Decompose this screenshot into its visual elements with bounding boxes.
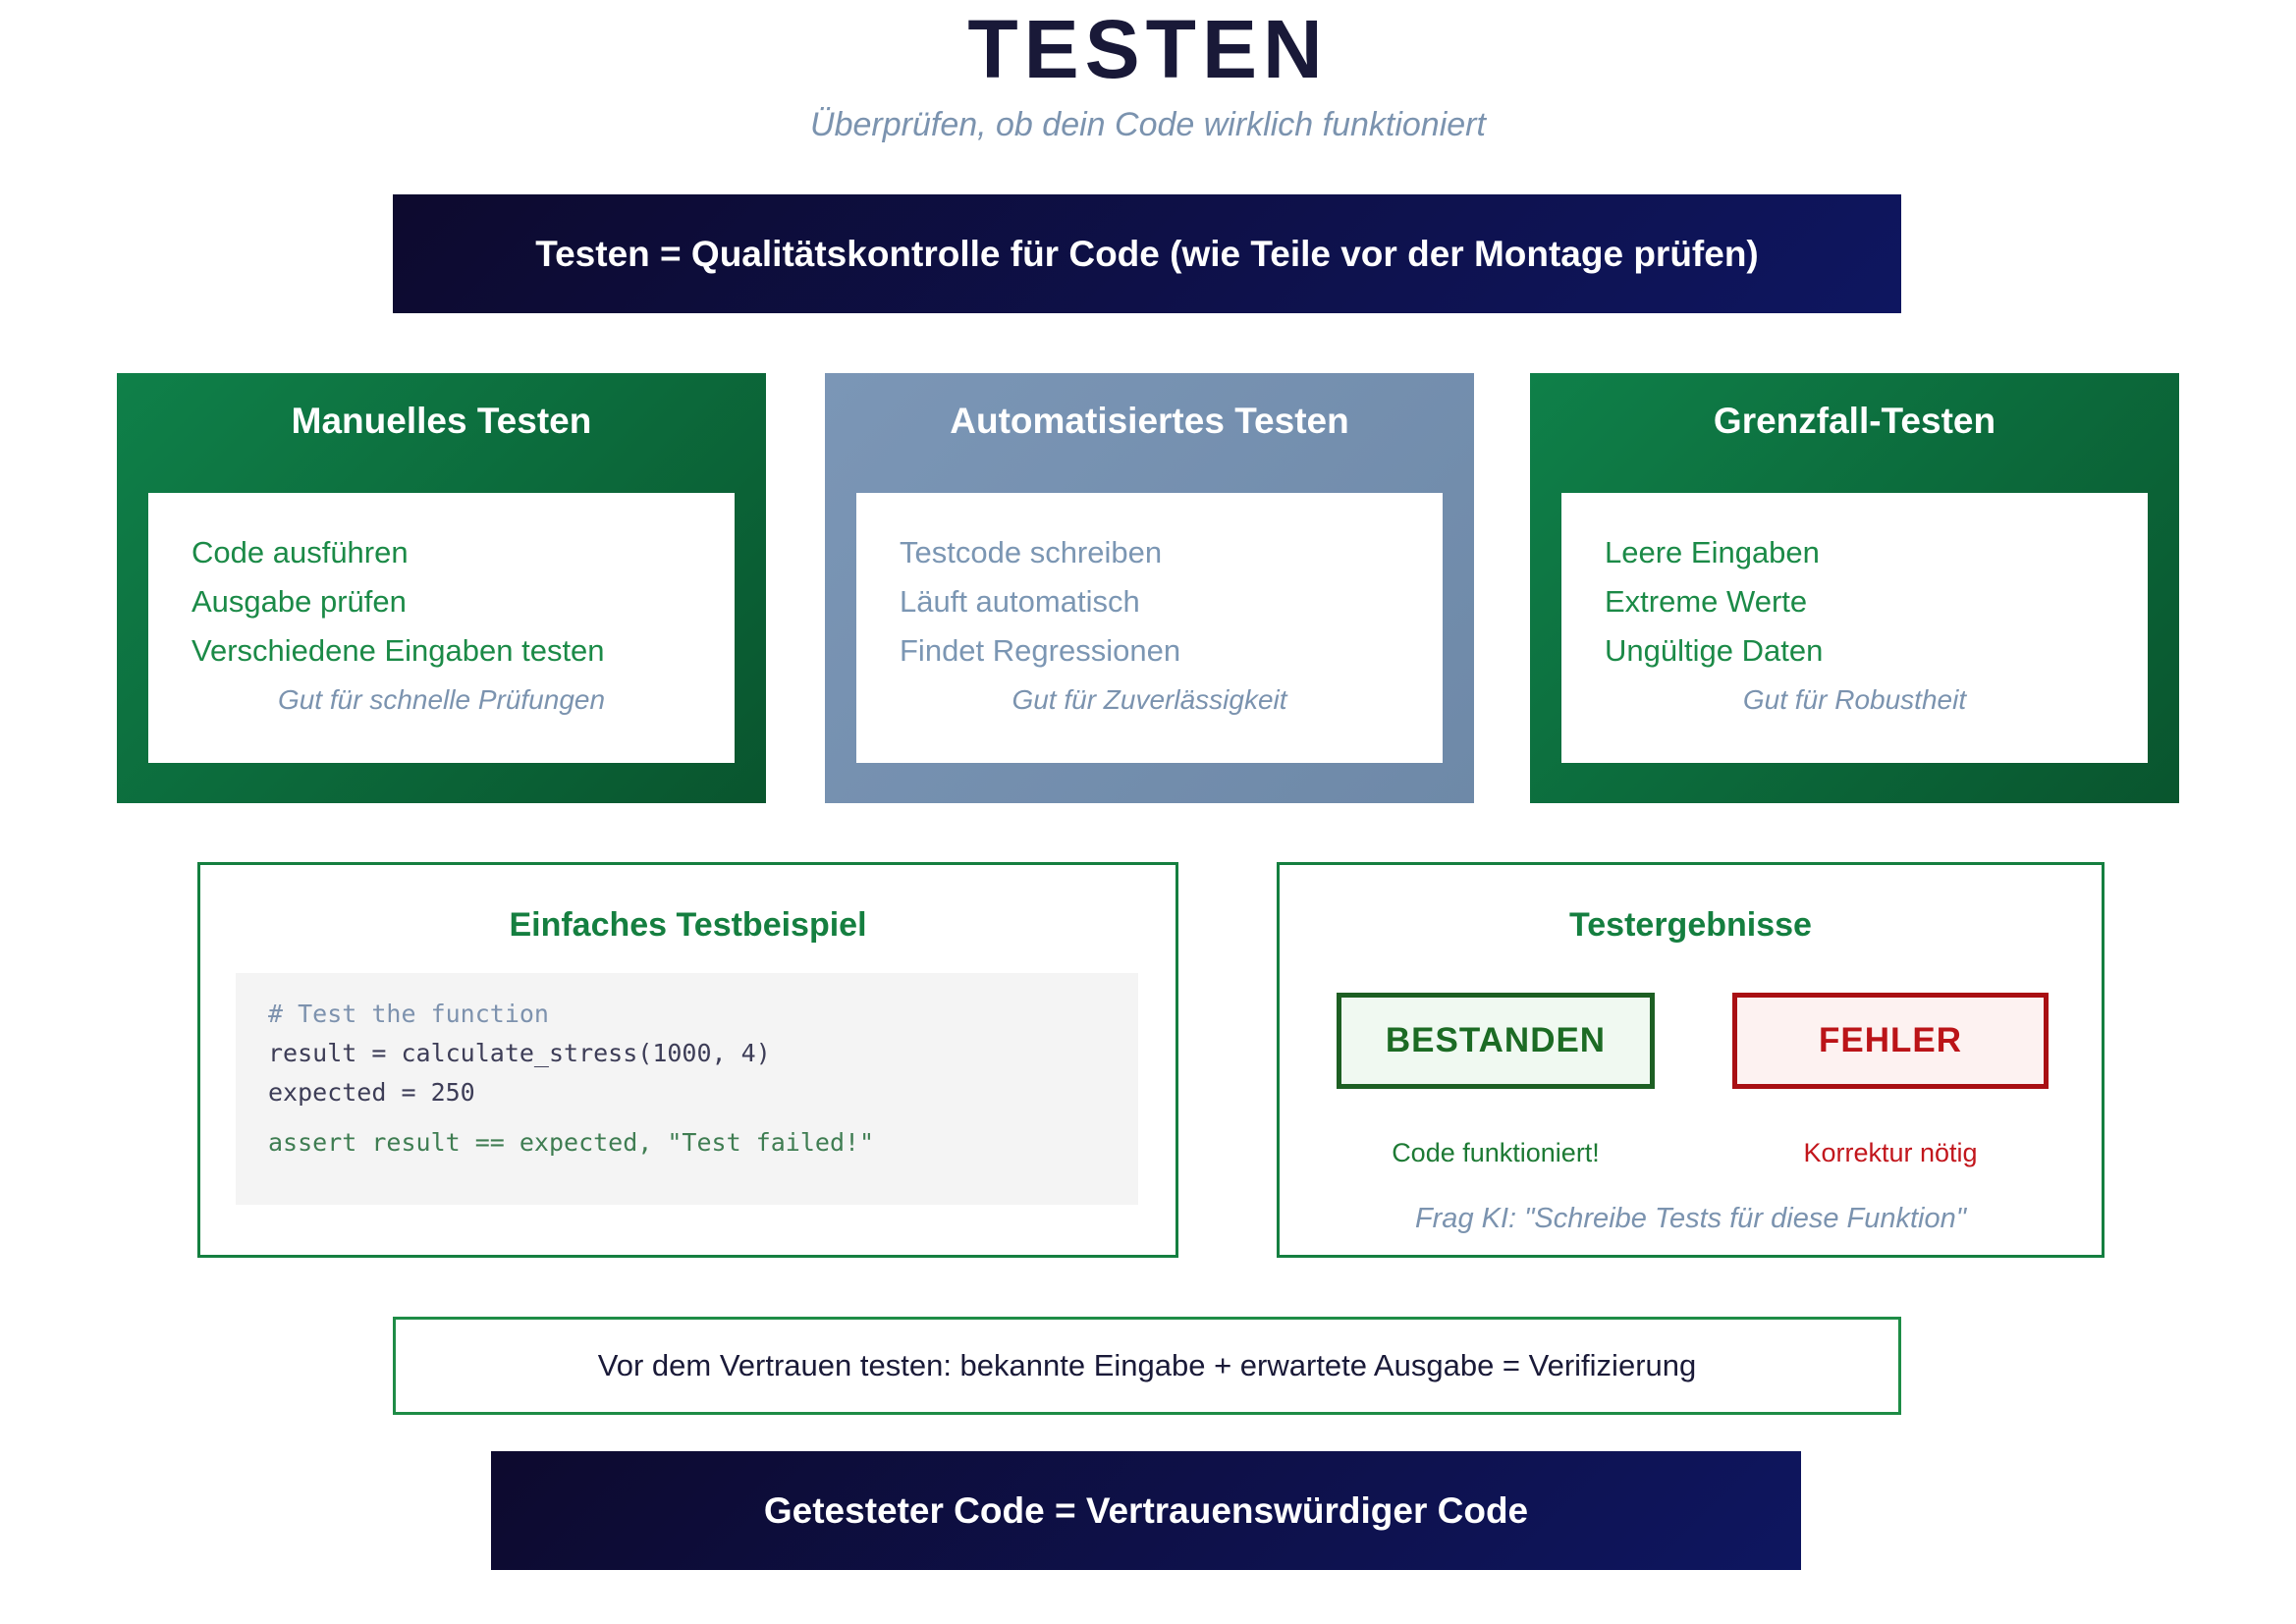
list-item: Findet Regressionen xyxy=(900,633,1181,668)
card-note: Gut für schnelle Prüfungen xyxy=(277,684,606,715)
list-item: Ungültige Daten xyxy=(1605,633,1824,668)
list-item: Leere Eingaben xyxy=(1605,535,1820,569)
pass-badge: BESTANDEN xyxy=(1337,993,1655,1089)
bottom-banner-text: Getesteter Code = Vertrauenswürdiger Cod… xyxy=(763,1489,1529,1531)
card-title: Grenzfall-Testen xyxy=(1713,401,1996,441)
pass-caption: Code funktioniert! xyxy=(1392,1138,1600,1167)
card-item-list: Code ausführen Ausgabe prüfen Verschiede… xyxy=(191,528,715,676)
results-panel: Testergebnisse BESTANDEN FEHLER Code fun… xyxy=(1277,862,2105,1258)
code-block: # Test the function result = calculate_s… xyxy=(236,973,1138,1205)
code-line: assert result == expected, "Test failed!… xyxy=(268,1128,875,1157)
top-banner-text: Testen = Qualitätskontrolle für Code (wi… xyxy=(535,233,1759,274)
code-line: expected = 250 xyxy=(268,1078,475,1107)
list-item: Verschiedene Eingaben testen xyxy=(191,633,605,668)
verification-box: Vor dem Vertrauen testen: bekannte Einga… xyxy=(393,1317,1901,1415)
bottom-banner: Getesteter Code = Vertrauenswürdiger Cod… xyxy=(491,1451,1801,1570)
code-line: # Test the function xyxy=(268,1000,549,1028)
list-item: Extreme Werte xyxy=(1605,584,1808,619)
list-item: Läuft automatisch xyxy=(900,584,1140,619)
fail-caption: Korrektur nötig xyxy=(1803,1138,1978,1167)
page-subtitle: Überprüfen, ob dein Code wirklich funkti… xyxy=(810,106,1486,143)
code-line: result = calculate_stress(1000, 4) xyxy=(268,1039,771,1067)
card-title: Manuelles Testen xyxy=(291,401,592,441)
verification-text: Vor dem Vertrauen testen: bekannte Einga… xyxy=(597,1348,1697,1382)
card-note: Gut für Robustheit xyxy=(1742,684,1967,715)
list-item: Testcode schreiben xyxy=(900,535,1163,569)
card-grenzfall-testen: Grenzfall-Testen Leere Eingaben Extreme … xyxy=(1530,373,2179,803)
example-panel: Einfaches Testbeispiel # Test the functi… xyxy=(197,862,1178,1258)
page-title: TESTEN xyxy=(967,3,1329,95)
card-item-list: Leere Eingaben Extreme Werte Ungültige D… xyxy=(1605,528,2128,676)
list-item: Code ausführen xyxy=(191,535,409,569)
card-title: Automatisiertes Testen xyxy=(950,401,1349,441)
card-body: Leere Eingaben Extreme Werte Ungültige D… xyxy=(1561,493,2148,763)
card-note: Gut für Zuverlässigkeit xyxy=(1011,684,1287,715)
card-item-list: Testcode schreiben Läuft automatisch Fin… xyxy=(900,528,1423,676)
card-manuelles-testen: Manuelles Testen Code ausführen Ausgabe … xyxy=(117,373,766,803)
example-panel-title: Einfaches Testbeispiel xyxy=(509,906,867,944)
card-body: Testcode schreiben Läuft automatisch Fin… xyxy=(856,493,1443,763)
results-panel-title: Testergebnisse xyxy=(1569,906,1812,944)
fail-badge: FEHLER xyxy=(1732,993,2049,1089)
card-automatisiertes-testen: Automatisiertes Testen Testcode schreibe… xyxy=(825,373,1474,803)
card-body: Code ausführen Ausgabe prüfen Verschiede… xyxy=(148,493,735,763)
list-item: Ausgabe prüfen xyxy=(191,584,407,619)
top-banner: Testen = Qualitätskontrolle für Code (wi… xyxy=(393,194,1901,313)
results-note: Frag KI: "Schreibe Tests für diese Funkt… xyxy=(1414,1203,1967,1234)
